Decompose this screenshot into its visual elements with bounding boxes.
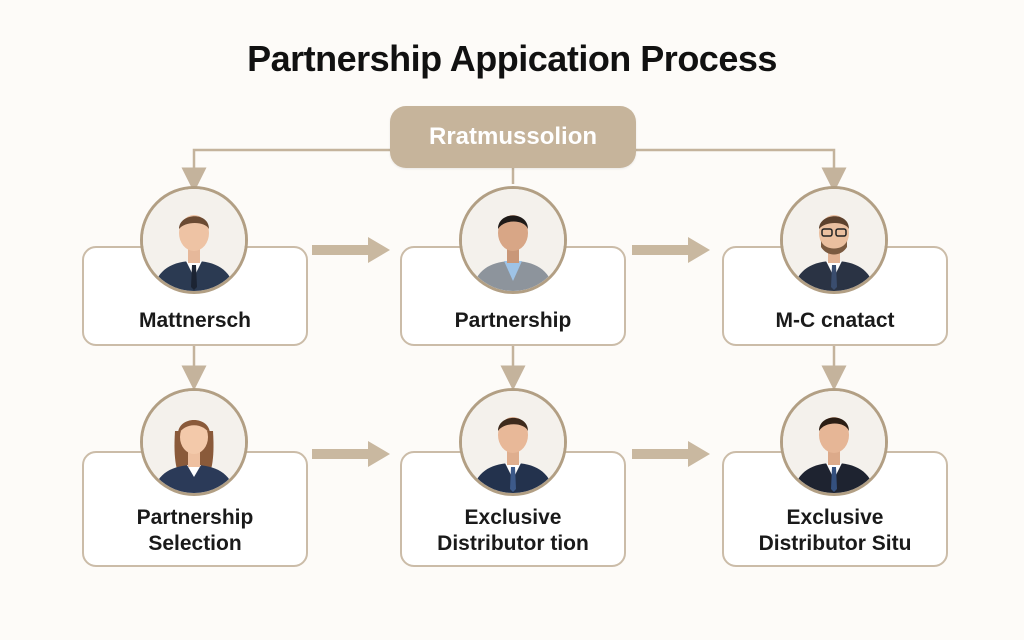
male-suit-avatar — [140, 186, 248, 294]
female-avatar — [140, 388, 248, 496]
connector-root-right — [636, 148, 847, 193]
connector-root-left — [181, 148, 390, 193]
node-label: Partnership — [454, 309, 572, 332]
node-label: Exclusive Distributor Situ — [758, 506, 912, 555]
root-node[interactable]: Rratmussolion — [390, 106, 636, 168]
node-card-mattnersch[interactable]: Mattnersch — [82, 246, 308, 346]
diagram-title: Partnership Appication Process — [247, 38, 777, 79]
node-label: Mattnersch — [138, 309, 252, 332]
male-grey-suit-avatar — [459, 186, 567, 294]
male-black-suit-avatar — [780, 388, 888, 496]
arrow-r1-c2-c3 — [632, 237, 710, 263]
node-label: Partnership Selection — [136, 506, 254, 555]
male-glasses-avatar — [780, 186, 888, 294]
arrow-r2-c1-c2 — [312, 441, 390, 467]
arrow-r1-c1-c2 — [312, 237, 390, 263]
node-label: M-C cnatact — [775, 309, 895, 332]
male-navy-suit-avatar — [459, 388, 567, 496]
arrow-r2-c2-c3 — [632, 441, 710, 467]
node-label: Exclusive Distributor tion — [437, 506, 589, 555]
